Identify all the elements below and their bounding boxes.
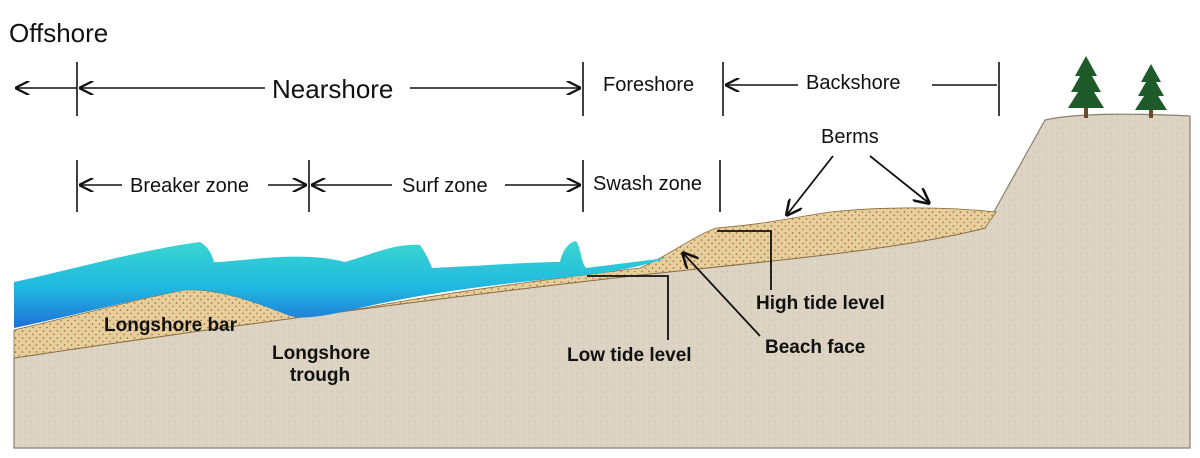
zone-dimension-lines-top xyxy=(15,62,1000,116)
longshore-bar-label: Longshore bar xyxy=(104,315,238,336)
longshore-trough-line1: Longshore xyxy=(272,343,371,364)
tree-icon xyxy=(1135,64,1167,118)
swash-zone-label: Swash zone xyxy=(593,173,702,195)
zone-dimension-lines-second xyxy=(76,160,721,212)
high-tide-level-label: High tide level xyxy=(756,293,885,314)
offshore-label: Offshore xyxy=(9,18,109,48)
low-tide-level-label: Low tide level xyxy=(567,345,692,366)
surf-zone-label: Surf zone xyxy=(402,175,488,197)
foreshore-label: Foreshore xyxy=(603,74,695,96)
nearshore-label: Nearshore xyxy=(272,74,394,104)
longshore-trough-line2: trough xyxy=(289,365,351,386)
callout-lines xyxy=(587,155,930,340)
beach-face-label: Beach face xyxy=(765,337,866,358)
berms-label: Berms xyxy=(821,126,879,148)
tree-icon xyxy=(1068,56,1104,118)
backshore-label: Backshore xyxy=(806,72,901,94)
ocean-water xyxy=(14,241,666,328)
longshore-trough-label: Longshore trough xyxy=(272,343,371,386)
breaker-zone-label: Breaker zone xyxy=(130,175,249,197)
